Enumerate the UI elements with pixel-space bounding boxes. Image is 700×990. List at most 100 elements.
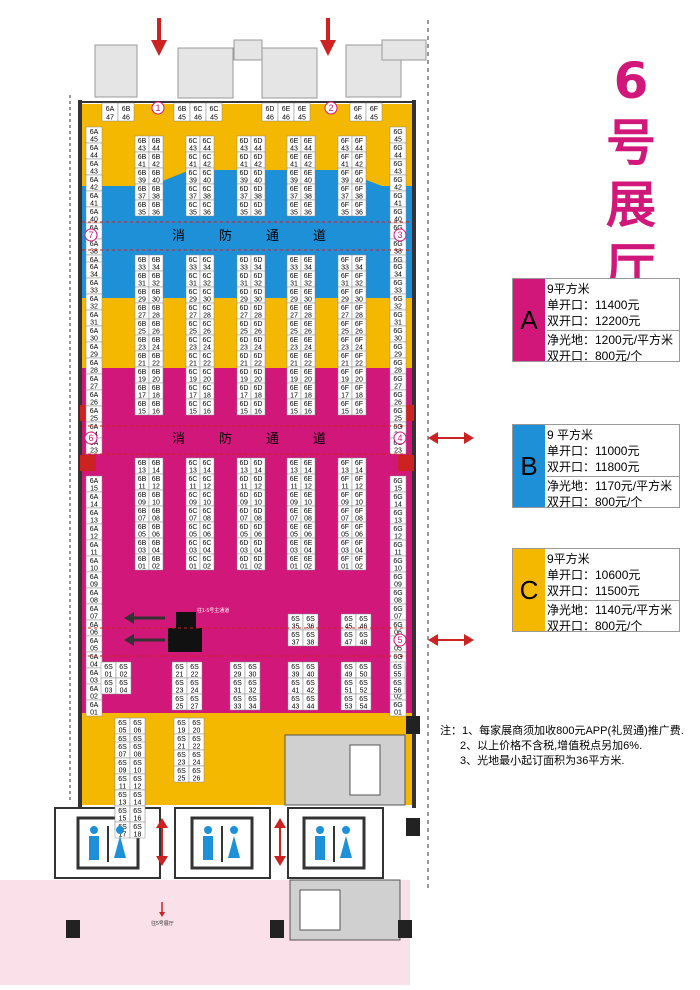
booth-id: 6D (240, 508, 249, 515)
booth-number: 35 (240, 210, 248, 217)
booth-id: 6B (152, 289, 161, 296)
booth-id: 6F (355, 556, 363, 563)
booth-number: 06 (152, 532, 160, 539)
booth-number: 23 (341, 345, 349, 352)
booth-number: 02 (394, 694, 402, 701)
booth-id: 6G (393, 606, 402, 613)
booth-number: 25 (240, 329, 248, 336)
booth-number: 10 (304, 500, 312, 507)
booth-id: 6S (344, 664, 353, 671)
booth-id: 6C (203, 508, 212, 515)
booth-number: 08 (134, 752, 142, 759)
booth-number: 38 (90, 249, 98, 256)
booth-id: 6S (177, 736, 186, 743)
booth-number: 10 (394, 566, 402, 573)
booth-number: 09 (290, 500, 298, 507)
booth-number: 20 (203, 377, 211, 384)
booth-id: 6S (344, 616, 353, 623)
booth-number: 33 (234, 704, 242, 711)
booth-id: 6C (189, 385, 198, 392)
booth-number: 35 (341, 210, 349, 217)
booth-number: 21 (176, 672, 184, 679)
booth-id: 6S (344, 680, 353, 687)
booth-number: 41 (394, 201, 402, 208)
booth-id: 6S (133, 736, 142, 743)
booth-number: 27 (290, 313, 298, 320)
booth-number: 08 (152, 516, 160, 523)
booth-id: 6F (341, 401, 349, 408)
booth-id: 6F (341, 202, 349, 209)
booth-number: 07 (394, 614, 402, 621)
booth-id: 6C (189, 556, 198, 563)
booth-id: 6F (341, 476, 349, 483)
booth-number: 40 (152, 178, 160, 185)
entrance-marker-2: 2 (324, 101, 338, 115)
booth-number: 22 (152, 361, 160, 368)
booth-id: 6F (355, 476, 363, 483)
booth-number: 06 (134, 728, 142, 735)
booth-id: 6A (90, 670, 99, 677)
booth-id: 6D (254, 369, 263, 376)
booth-id: 6C (203, 186, 212, 193)
booth-number: 54 (360, 704, 368, 711)
booth-id: 6E (304, 305, 313, 312)
booth-id: 6S (175, 664, 184, 671)
booth-number: 12 (254, 484, 262, 491)
booth-id: 6S (192, 720, 201, 727)
booth-id: 6G (393, 702, 402, 709)
booth-id: 6C (203, 337, 212, 344)
booth-number: 01 (90, 710, 98, 717)
booth-id: 6E (304, 257, 313, 264)
booth-number: 12 (355, 484, 363, 491)
booth-number: 08 (355, 516, 363, 523)
booth-id: 6S (359, 632, 368, 639)
booth-number: 40 (307, 672, 315, 679)
booth-id: 6C (203, 273, 212, 280)
booth-id: 6G (393, 209, 402, 216)
booth-number: 05 (341, 532, 349, 539)
booth-id: 6G (393, 225, 402, 232)
booth-number: 02 (90, 694, 98, 701)
booth-id: 6C (203, 524, 212, 531)
booth-number: 29 (138, 297, 146, 304)
booth-id: 6A (90, 494, 99, 501)
booth-number: 26 (254, 329, 262, 336)
booth-id: 6S (359, 680, 368, 687)
booth-id: 6G (393, 264, 402, 271)
booth-id: 6D (240, 540, 249, 547)
booth-id: 6E (304, 556, 313, 563)
booth-id: 6B (138, 337, 147, 344)
booth-id: 6F (341, 257, 349, 264)
booth-id: 6F (341, 170, 349, 177)
booth-number: 15 (138, 409, 146, 416)
